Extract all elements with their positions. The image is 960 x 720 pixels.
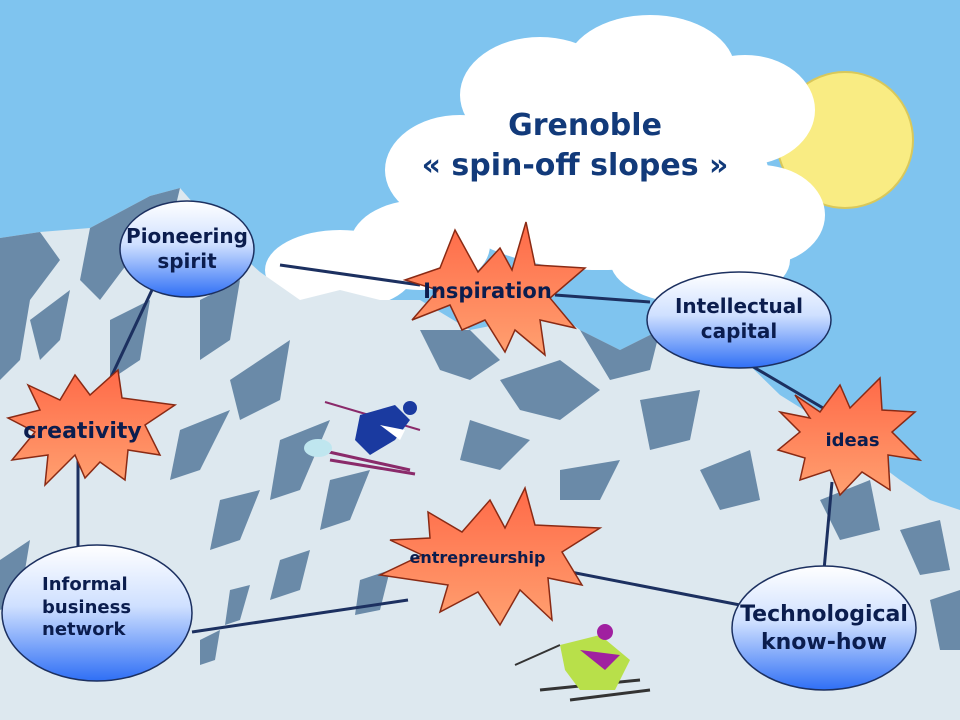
node-label-pioneering-spirit: Pioneering spirit bbox=[120, 224, 254, 274]
node-label-line: Technological bbox=[740, 602, 908, 627]
node-label-line: know-how bbox=[761, 629, 887, 655]
oval-pioneering-spirit bbox=[119, 200, 255, 298]
node-label-line: spirit bbox=[157, 249, 217, 273]
mountain-shadows bbox=[0, 188, 960, 665]
oval-informal-business-network bbox=[1, 544, 193, 682]
node-label-technological-know-how: Technological know-how bbox=[732, 601, 916, 656]
oval-intellectual-capital bbox=[646, 271, 832, 369]
burst-label-inspiration: Inspiration bbox=[423, 279, 552, 303]
skier-lower-illustration bbox=[514, 624, 651, 702]
connector-inspiration-intellectual bbox=[554, 293, 651, 304]
diagram-title-line1: Grenoble bbox=[508, 108, 662, 143]
node-label-line: Informal bbox=[42, 574, 128, 595]
node-label-line: network bbox=[42, 619, 126, 640]
burst-label-ideas: ideas bbox=[825, 430, 880, 451]
node-label-line: Intellectual bbox=[674, 294, 804, 318]
burst-label-creativity: creativity bbox=[23, 419, 142, 444]
burst-creativity bbox=[5, 368, 178, 488]
node-label-informal-business-network: Informal business network bbox=[42, 574, 152, 642]
burst-label-entrepreneurship: entrepreurship bbox=[409, 548, 546, 567]
connector-pioneering-creativity bbox=[103, 289, 154, 391]
burst-ideas bbox=[776, 376, 923, 497]
burst-inspiration bbox=[402, 221, 587, 357]
diagram-title-line2: « spin-off slopes » bbox=[421, 148, 729, 183]
burst-entrepreneurship bbox=[377, 485, 603, 627]
connector-ideas-technological bbox=[822, 481, 834, 571]
connector-network-entrepreneurship bbox=[191, 598, 409, 634]
oval-technological-know-how bbox=[731, 565, 917, 691]
skier-upper-illustration bbox=[304, 401, 421, 476]
connector-pioneering-inspiration bbox=[279, 263, 421, 287]
node-label-line: capital bbox=[700, 319, 778, 343]
node-label-intellectual-capital: Intellectual capital bbox=[647, 294, 831, 344]
node-label-line: business bbox=[42, 596, 132, 618]
connector-entrepreneurship-technological bbox=[549, 566, 741, 607]
node-label-line: Pioneering bbox=[126, 224, 248, 248]
